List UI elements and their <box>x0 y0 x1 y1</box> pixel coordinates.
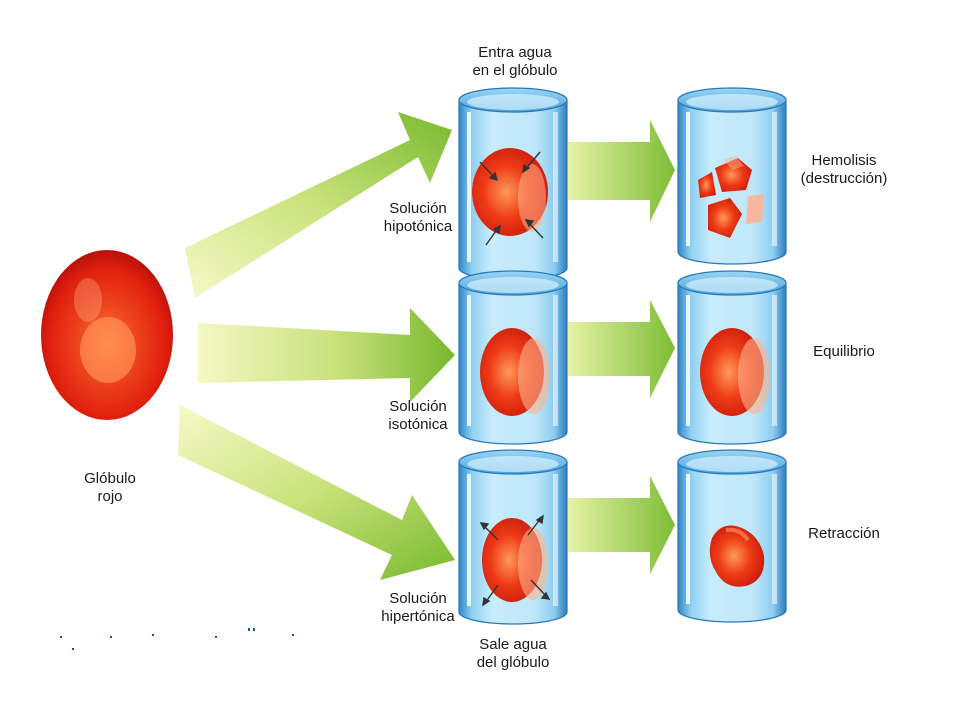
bottom-note: Sale agua del glóbulo <box>458 636 568 672</box>
bottom-note-line2: del glóbulo <box>476 654 550 671</box>
result-label-hemolysis: Hemolisis (destrucción) <box>788 152 900 188</box>
source-label-line1: Glóbulo <box>84 470 136 487</box>
result-label-retraction: Retracción <box>790 525 898 543</box>
top-note-line1: Entra agua <box>478 44 552 61</box>
source-label: Glóbulo rojo <box>70 470 150 506</box>
bottom-note-line1: Sale agua <box>479 636 547 653</box>
source-label-line2: rojo <box>97 488 123 505</box>
arrow-to-hypertonic <box>178 405 455 580</box>
arrow-row1 <box>568 120 675 222</box>
solution-label-hypertonic: Solución hipertónica <box>372 590 464 626</box>
solution-label-isotonic: Solución isotónica <box>378 398 458 434</box>
source-red-blood-cell <box>41 250 173 420</box>
result-label-line1: Retracción <box>808 525 880 542</box>
shrunken-cell-icon <box>709 525 765 587</box>
solution-label-line1: Solución <box>389 200 447 217</box>
arrow-to-hypotonic <box>185 112 452 298</box>
solution-label-hypotonic: Solución hipotónica <box>378 200 458 236</box>
result-label-line1: Equilibrio <box>813 343 875 360</box>
swollen-cell-icon <box>472 148 548 246</box>
fragmented-cell-icon <box>698 156 764 238</box>
top-note-line2: en el glóbulo <box>472 62 558 79</box>
arrow-row3 <box>568 476 675 574</box>
top-note: Entra agua en el glóbulo <box>455 44 575 80</box>
arrow-to-isotonic <box>198 308 455 402</box>
solution-label-line2: isotónica <box>388 416 448 433</box>
solution-label-line1: Solución <box>389 590 447 607</box>
solution-label-line1: Solución <box>389 398 447 415</box>
result-label-line1: Hemolisis <box>811 152 877 169</box>
dots-decoration <box>60 628 294 650</box>
solution-label-line2: hipertónica <box>381 608 455 625</box>
result-label-equilibrium: Equilibrio <box>796 343 892 361</box>
beaker-cells <box>472 148 770 607</box>
shrinking-cell-icon <box>479 514 551 607</box>
normal-cell-icon <box>480 328 550 416</box>
arrow-row2 <box>568 300 675 398</box>
solution-label-line2: hipotónica <box>383 218 453 235</box>
normal-cell-result-icon <box>700 328 770 416</box>
result-label-line2: (destrucción) <box>800 170 888 187</box>
